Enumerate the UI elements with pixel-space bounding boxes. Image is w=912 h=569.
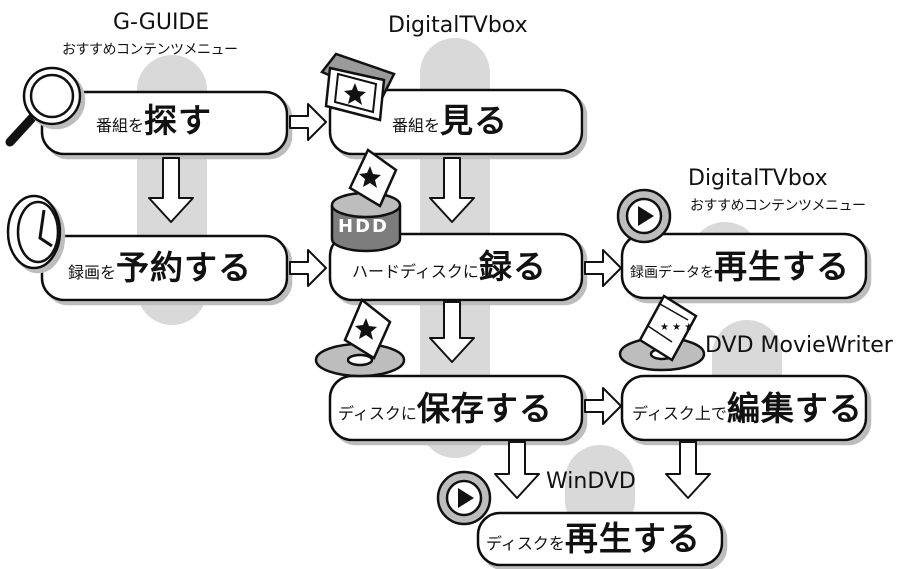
play-recorded-icon (616, 188, 672, 244)
watch-box (328, 88, 584, 156)
action-reserve: 録画を 予約する (68, 251, 252, 284)
arrow-edit-down (665, 441, 711, 499)
reserve-box (40, 234, 289, 302)
action-play-recorded-prefix: 録画データを (630, 265, 714, 281)
play-disc-icon (436, 470, 492, 526)
clock-icon (6, 194, 62, 270)
action-record: ハードディスクに 録る (352, 250, 547, 283)
arrow-search-to-reserve (148, 157, 194, 223)
arrow-search-to-watch (289, 103, 327, 141)
edit-box (620, 374, 868, 442)
action-save: ディスクに 保存する (338, 392, 553, 425)
action-edit-verb: 編集する (726, 389, 863, 428)
action-play-disc-prefix: ディスクを (486, 534, 565, 553)
action-edit-prefix: ディスク上で (632, 404, 727, 423)
action-play-recorded: 録画データを 再生する (630, 250, 850, 283)
action-play-disc: ディスクを 再生する (486, 522, 701, 555)
hdd-drive-icon (330, 148, 402, 253)
play-disc-box (476, 511, 724, 567)
action-reserve-verb: 予約する (116, 248, 253, 287)
action-play-disc-verb: 再生する (564, 519, 701, 558)
action-search-verb: 探す (144, 101, 213, 140)
action-reserve-prefix: 録画を (68, 263, 117, 282)
action-save-verb: 保存する (416, 389, 553, 428)
search-magnifier-icon (5, 66, 82, 147)
action-play-recorded-verb: 再生する (714, 247, 850, 286)
digitaltvbox-subtitle-2: おすすめコンテンツメニュー (690, 198, 866, 214)
arrow-reserve-to-record (289, 249, 327, 287)
gguide-subtitle: おすすめコンテンツメニュー (62, 42, 238, 58)
action-watch-prefix: 番組を (392, 116, 441, 135)
arrow-record-to-play (584, 249, 622, 287)
gguide-title: G-GUIDE (113, 10, 210, 35)
action-watch-verb: 見る (440, 101, 509, 140)
action-watch: 番組を 見る (392, 104, 508, 137)
action-search: 番組を 探す (96, 104, 212, 137)
tv-screen-icon (320, 52, 396, 122)
svg-text:★ ★ ★: ★ ★ ★ (660, 322, 693, 333)
action-save-prefix: ディスクに (338, 404, 417, 423)
action-record-prefix: ハードディスクに (352, 262, 479, 281)
action-search-prefix: 番組を (96, 116, 145, 135)
disc-film-edit-icon: ★ ★ ★ (618, 294, 706, 372)
windvd-title: WinDVD (546, 469, 636, 494)
disc-save-icon (314, 298, 406, 378)
digitaltvbox-title-2: DigitalTVbox (688, 166, 828, 191)
action-record-verb: 録る (478, 247, 547, 286)
arrow-watch-to-record (429, 157, 475, 223)
arrow-save-to-edit (584, 387, 622, 425)
play-recorded-box (620, 232, 868, 300)
digitaltvbox-title: DigitalTVbox (388, 13, 528, 38)
record-box (328, 232, 584, 302)
action-boxes (40, 88, 868, 567)
action-edit: ディスク上で 編集する (632, 392, 863, 425)
arrow-save-to-play (494, 441, 540, 499)
hdd-label: HDD (338, 216, 389, 237)
arrow-record-to-save (429, 301, 475, 363)
flow-arrows (148, 103, 711, 499)
dvdmoviewriter-title: DVD MovieWriter (705, 333, 893, 358)
save-box (328, 374, 584, 442)
